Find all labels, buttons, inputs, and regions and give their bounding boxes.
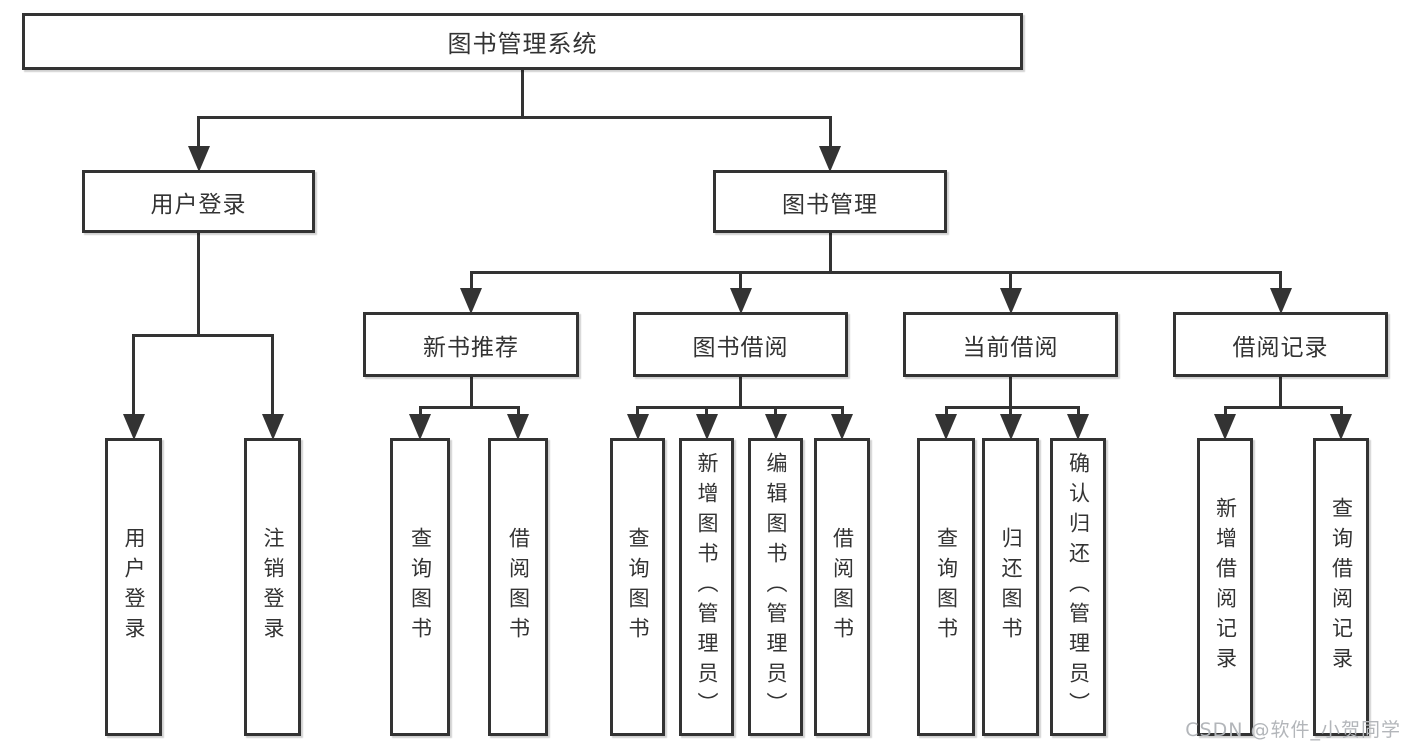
connector-drop-book-mgmt [828, 117, 832, 150]
connector-stem-root [521, 70, 524, 119]
node-query-books-rec: 查询图书 [390, 438, 450, 736]
node-book-borrow: 图书借阅 [633, 312, 848, 377]
connector-rail-user-login [132, 333, 274, 337]
node-query-books-borrow: 查询图书 [610, 438, 665, 736]
connector-rail-book-mgmt [469, 270, 1282, 274]
node-confirm-return-admin: 确认归还（管理员） [1050, 438, 1106, 736]
connector-drop-add-books-admin [705, 407, 708, 418]
connector-stem-book-borrow [739, 377, 742, 409]
connector-drop-borrow-books-rec [516, 407, 520, 418]
node-user-login-leaf: 用户登录 [105, 438, 162, 736]
connector-drop-query-books-borrow [636, 407, 639, 418]
node-edit-books-admin: 编辑图书（管理员） [748, 438, 803, 736]
connector-drop-logout-leaf [271, 335, 274, 418]
watermark: CSDN @软件_小贺同学 [1185, 719, 1401, 741]
arrow-down-icon [764, 414, 787, 440]
connector-drop-query-borrow-record [1339, 407, 1343, 418]
connector-drop-new-book-rec [469, 272, 473, 292]
node-add-books-admin: 新增图书（管理员） [679, 438, 734, 736]
node-query-books-current: 查询图书 [917, 438, 975, 736]
arrow-down-icon [1330, 414, 1352, 440]
connector-drop-query-books-rec [418, 407, 422, 418]
connector-drop-confirm-return-admin [1076, 407, 1080, 418]
arrow-down-icon [999, 414, 1022, 440]
arrow-down-icon [507, 414, 529, 440]
arrow-down-icon [819, 146, 841, 172]
connector-rail-borrow-records [1223, 405, 1343, 409]
arrow-down-icon [409, 414, 431, 440]
arrow-down-icon [187, 146, 210, 172]
arrow-down-icon [1269, 288, 1292, 314]
arrow-down-icon [1067, 414, 1089, 440]
connector-rail-new-book-rec [418, 405, 520, 409]
connector-drop-book-borrow [739, 272, 742, 292]
connector-drop-add-borrow-record [1223, 407, 1227, 418]
connector-rail-book-borrow [636, 405, 844, 409]
connector-drop-return-books [1009, 407, 1012, 418]
connector-stem-borrow-records [1279, 377, 1282, 409]
connector-drop-borrow-records [1279, 272, 1282, 292]
connector-drop-edit-books-admin [774, 407, 777, 418]
connector-drop-query-books-current [944, 407, 948, 418]
node-borrow-records: 借阅记录 [1173, 312, 1388, 377]
arrow-down-icon [831, 414, 853, 440]
connector-stem-user-login [197, 233, 200, 337]
arrow-down-icon [261, 414, 284, 440]
node-current-borrow: 当前借阅 [903, 312, 1118, 377]
arrow-down-icon [626, 414, 649, 440]
node-add-borrow-record: 新增借阅记录 [1197, 438, 1253, 736]
node-new-book-rec: 新书推荐 [363, 312, 579, 377]
arrow-down-icon [460, 288, 482, 314]
connector-stem-current-borrow [1009, 377, 1012, 409]
node-user-login: 用户登录 [82, 170, 315, 233]
arrow-down-icon [1214, 414, 1236, 440]
connector-drop-user-login [197, 117, 200, 150]
node-root: 图书管理系统 [22, 13, 1023, 70]
connector-rail-root [197, 115, 832, 119]
arrow-down-icon [935, 414, 957, 440]
connector-rail-current-borrow [944, 405, 1080, 409]
node-borrow-books-rec: 借阅图书 [488, 438, 548, 736]
arrow-down-icon [729, 288, 752, 314]
connector-drop-borrow-books-leaf [840, 407, 844, 418]
arrow-down-icon [695, 414, 718, 440]
node-book-mgmt: 图书管理 [713, 170, 947, 233]
arrow-down-icon [122, 414, 145, 440]
connector-stem-book-mgmt [828, 233, 832, 274]
node-logout-leaf: 注销登录 [244, 438, 301, 736]
connector-drop-current-borrow [1009, 272, 1012, 292]
arrow-down-icon [999, 288, 1022, 314]
connector-drop-user-login-leaf [132, 335, 135, 418]
connector-stem-new-book-rec [469, 377, 473, 409]
node-query-borrow-record: 查询借阅记录 [1313, 438, 1369, 736]
node-return-books: 归还图书 [982, 438, 1039, 736]
node-borrow-books-leaf: 借阅图书 [814, 438, 870, 736]
